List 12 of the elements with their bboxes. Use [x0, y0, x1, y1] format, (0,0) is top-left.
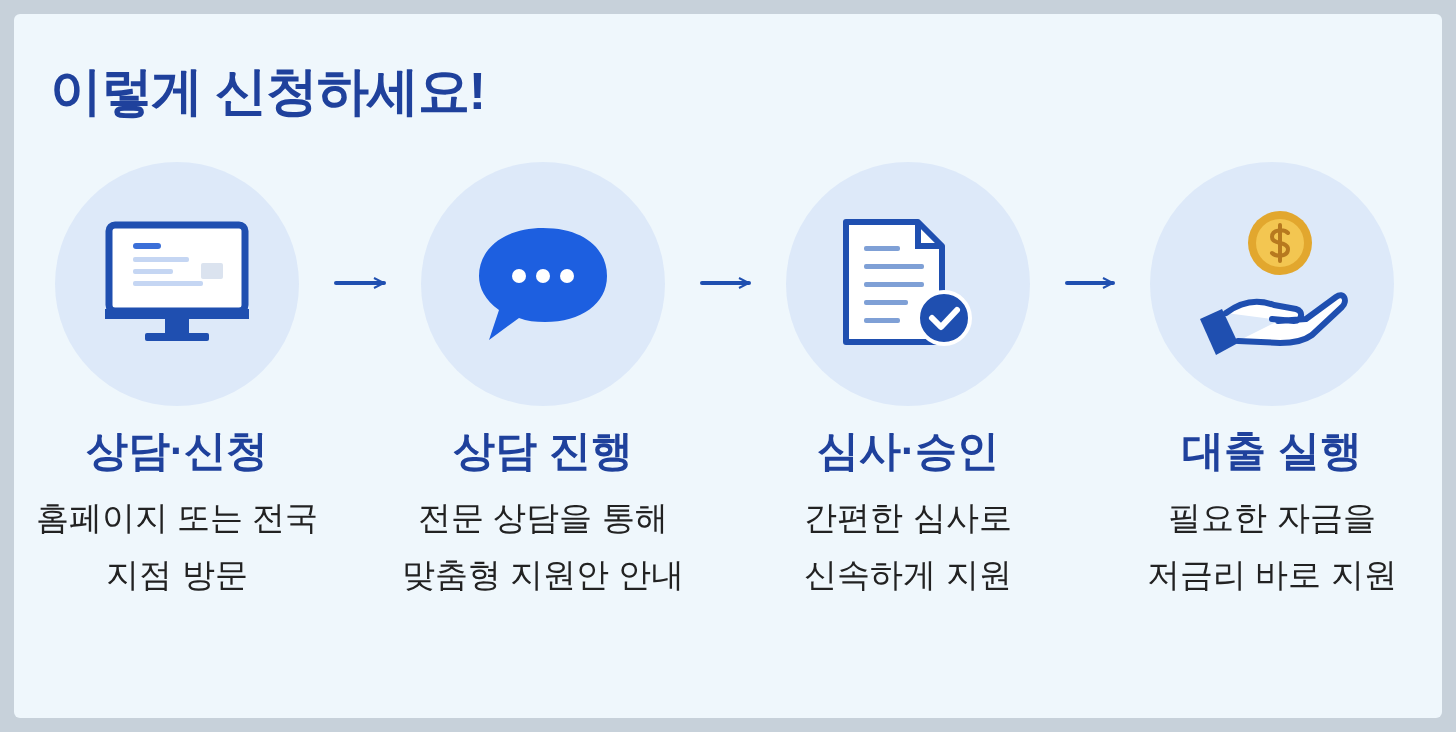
arrow — [1065, 277, 1115, 289]
step-title: 심사·승인 — [817, 426, 999, 476]
step-title: 상담 진행 — [453, 426, 633, 476]
step-description: 간편한 심사로 신속하게 지원 — [803, 498, 1013, 596]
step-description: 홈페이지 또는 전국 지점 방문 — [34, 498, 320, 596]
arrow — [334, 277, 386, 289]
step-description: 필요한 자금을 저금리 바로 지원 — [1146, 498, 1398, 596]
title: 이렇게 신청하세요! — [50, 62, 485, 122]
step-description: 전문 상담을 통해 맞춤형 지원안 안내 — [400, 498, 686, 596]
step-title: 대출 실행 — [1182, 426, 1362, 476]
arrow — [700, 277, 751, 289]
step-title: 상담·신청 — [86, 426, 268, 476]
